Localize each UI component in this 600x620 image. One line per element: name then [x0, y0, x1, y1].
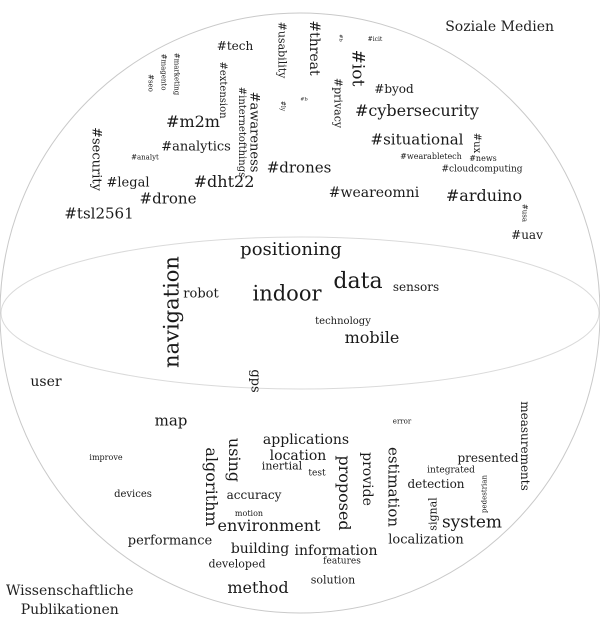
label-scientific-publications: Wissenschaftliche Publikationen — [6, 582, 134, 620]
word-6: #marketing — [172, 52, 181, 96]
word-75: solution — [310, 573, 356, 587]
word-7: #magento — [159, 53, 168, 91]
word-21: #ux — [471, 132, 482, 154]
word-11: #byod — [374, 82, 414, 96]
word-5: #iot — [347, 49, 368, 87]
word-23: #wearabletech — [400, 152, 462, 161]
word-46: error — [392, 417, 412, 426]
word-72: features — [323, 556, 361, 567]
word-13: #ly — [279, 100, 286, 112]
word-34: #uav — [511, 228, 543, 242]
word-50: using — [225, 437, 244, 483]
word-60: detection — [407, 477, 465, 491]
word-44: user — [30, 374, 62, 390]
word-19: #analytics — [161, 139, 231, 155]
word-56: proposed — [335, 455, 354, 531]
word-48: applications — [262, 432, 350, 448]
sphere-equator — [0, 236, 600, 390]
word-41: technology — [315, 316, 371, 327]
word-8: #seo — [146, 74, 155, 92]
word-45: map — [154, 411, 188, 430]
word-58: estimation — [384, 446, 403, 528]
word-39: robot — [183, 286, 219, 302]
word-68: performance — [127, 533, 213, 549]
word-43: gps — [247, 369, 263, 393]
word-47: measurements — [518, 401, 532, 491]
word-3: #b — [337, 34, 344, 42]
word-37: indoor — [252, 281, 322, 306]
word-29: #drone — [139, 189, 197, 208]
word-17: #cybersecurity — [355, 101, 479, 120]
word-49: location — [269, 448, 327, 464]
word-10: #privacy — [331, 77, 345, 129]
word-36: data — [333, 269, 383, 294]
word-66: system — [441, 512, 503, 533]
label-scientific-publications-line1: Wissenschaftliche — [6, 583, 134, 599]
word-61: pedestrian — [480, 475, 489, 513]
word-52: presented — [457, 451, 519, 465]
word-59: integrated — [427, 465, 475, 476]
label-scientific-publications-line2: Publikationen — [20, 601, 119, 618]
word-35: positioning — [240, 239, 342, 260]
word-2: #threat — [306, 20, 322, 76]
word-1: #usability — [275, 21, 289, 79]
word-18: #security — [88, 127, 104, 191]
word-74: method — [227, 578, 289, 597]
word-62: accuracy — [226, 488, 282, 502]
word-53: inertial — [261, 459, 303, 473]
word-26: #drones — [266, 158, 332, 177]
word-27: #legal — [106, 175, 150, 191]
word-12: #b — [300, 96, 308, 103]
word-51: improve — [89, 453, 123, 462]
word-15: #internetofthings — [236, 86, 247, 178]
sphere-circle — [0, 12, 600, 614]
word-42: mobile — [344, 328, 400, 347]
word-71: information — [294, 543, 378, 559]
word-20: #situational — [370, 130, 464, 149]
word-69: localization — [388, 532, 464, 548]
word-63: devices — [114, 489, 152, 500]
word-4: #icit — [367, 36, 383, 43]
word-73: developed — [208, 557, 266, 571]
word-31: #arduino — [445, 186, 523, 205]
word-16: #m2m — [166, 112, 220, 131]
word-64: motion — [234, 509, 264, 518]
word-0: #tech — [216, 39, 254, 53]
word-57: provide — [359, 452, 375, 506]
word-30: #weareomni — [328, 185, 420, 201]
label-social-media-text: Soziale Medien — [445, 19, 554, 35]
word-54: algorithm — [202, 447, 221, 527]
word-65: signal — [426, 497, 440, 531]
word-24: #news — [469, 154, 497, 163]
word-25: #cloudcomputing — [441, 164, 523, 175]
word-22: #analyt — [131, 153, 159, 162]
word-33: #usa — [520, 203, 529, 223]
word-14: #awareness — [246, 91, 262, 173]
word-38: navigation — [159, 256, 184, 368]
word-67: environment — [217, 516, 321, 535]
word-40: sensors — [392, 280, 440, 294]
word-9: #extension — [217, 61, 228, 119]
word-32: #tsl2561 — [64, 204, 134, 223]
label-social-media: Soziale Medien — [445, 18, 554, 37]
word-55: test — [308, 468, 326, 479]
word-28: #dht22 — [193, 172, 255, 191]
word-70: building — [230, 541, 290, 557]
